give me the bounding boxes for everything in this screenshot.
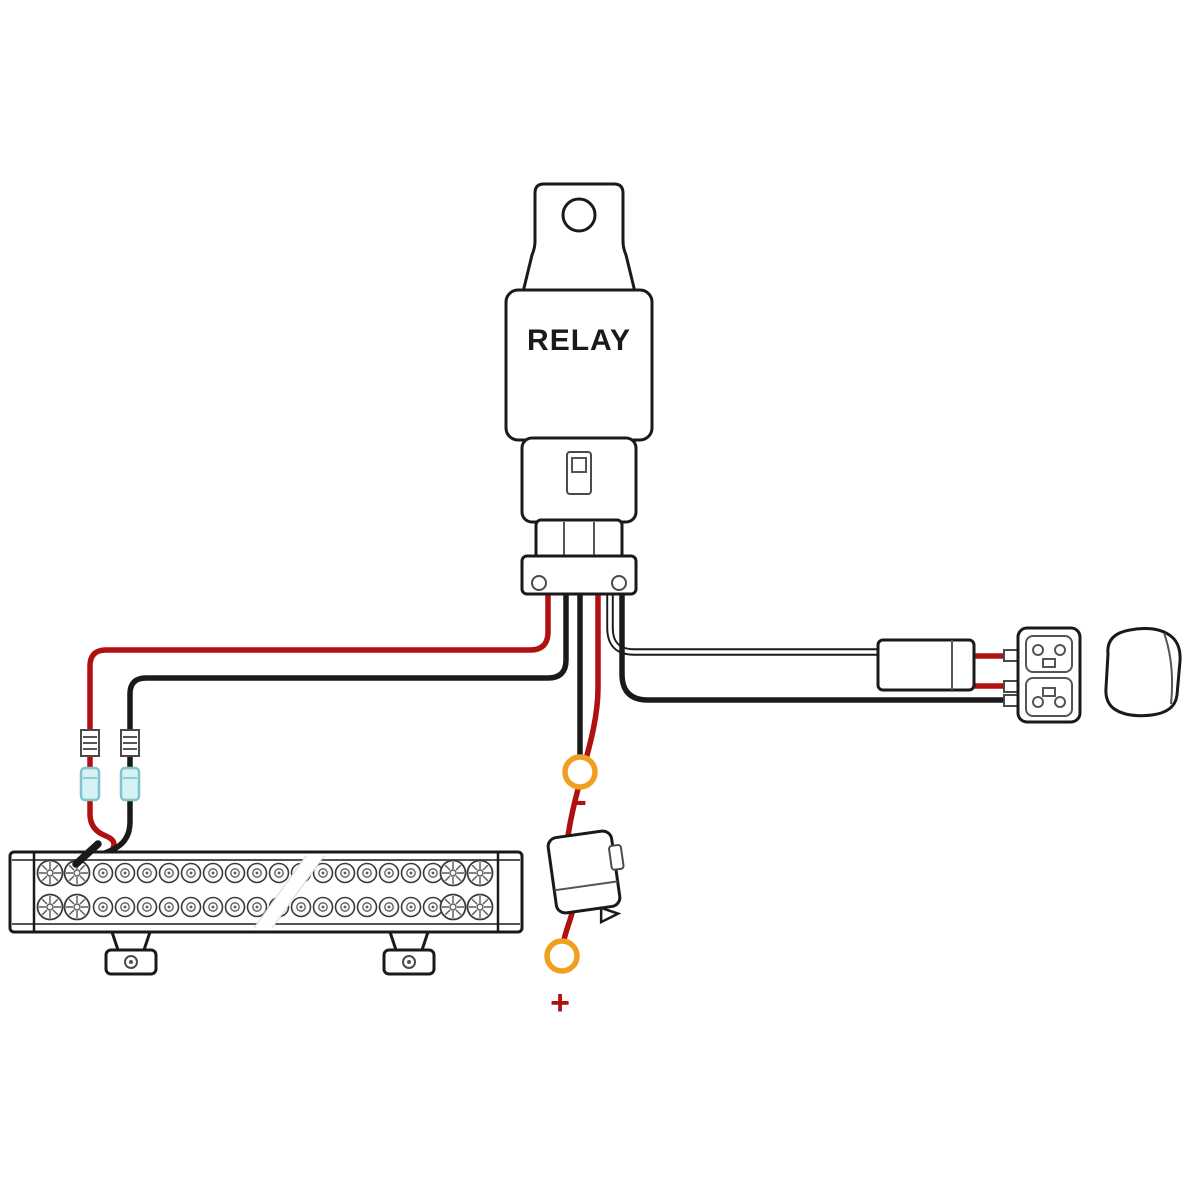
bracket-bolt-center [407,960,411,964]
switch-contact-icon [1054,696,1066,708]
led-light-bar [8,840,524,976]
wire-connector-block [876,638,976,692]
relay: RELAY [504,182,654,596]
switch-detail [1042,687,1056,697]
quick-disconnect-terminals [79,729,141,802]
cyan-connector-black-wire [119,766,141,802]
socket-bolt-left-icon [531,575,547,591]
negative-label: - [575,782,586,820]
black-wire-to-bar [85,795,133,863]
led-reflector-icon [36,859,64,887]
black-wire-to-switch [619,589,1009,703]
led-reflector-icon [466,859,494,887]
bracket-stem [388,930,430,952]
relay-socket-flange [520,554,638,596]
rocker-switch-body [1016,626,1082,724]
bracket-stem [110,930,152,952]
switch-contact-icon [1054,644,1066,656]
bracket-bolt-center [129,960,133,964]
ground-terminal: - [562,754,598,820]
white-wire-core [608,590,882,654]
relay-socket-lines [563,522,595,560]
spade-hatch-right [123,736,137,750]
inline-fuse-holder [546,829,625,925]
lightbar-lead-wire [72,840,102,868]
positive-label: + [550,984,570,1022]
ring-terminal-positive-icon [544,938,580,974]
lightbar-shine-edges [253,855,325,929]
mounting-bracket-left [104,930,158,976]
switch-upper-cavity [1025,635,1073,673]
mounting-bracket-right [382,930,436,976]
led-reflector-icon [439,893,467,921]
white-wire-outer [606,588,884,656]
fuse-holder-body [546,829,622,915]
relay-body [504,288,654,442]
switch-detail [1042,658,1056,668]
ring-terminal-negative-icon [562,754,598,790]
cyan-connector-red-wire [79,766,101,802]
red-wire-lightbar [87,589,551,739]
power-wire-to-fuse [565,589,601,839]
switch-harness [876,638,976,692]
fuse-holder-tab [608,844,625,871]
fuse-holder-clip [599,906,622,925]
lightbar-shine-slash [254,856,324,928]
rocker-switch [1003,626,1082,724]
black-wire-lightbar [127,589,569,739]
power-terminal: + [544,938,580,1022]
led-reflector-icon [466,893,494,921]
relay-latch-detail [571,457,587,473]
rocker-cap-edge [1163,632,1174,705]
switch-lower-cavity [1025,677,1073,717]
socket-bolt-right-icon [611,575,627,591]
rocker-switch-cap [1104,627,1182,718]
rocker-cap-body [1104,627,1182,718]
switch-contact-icon [1032,696,1044,708]
wire-harness [85,588,1011,943]
led-reflector-icon [63,893,91,921]
led-reflector-icon [439,859,467,887]
fuse-holder-seam [554,880,618,892]
spade-hatch-left [83,736,97,750]
switch-contact-icon [1032,644,1044,656]
relay-mounting-hole-icon [561,197,597,233]
led-reflector-icon [36,893,64,921]
lightbar-endcaps [32,852,500,932]
relay-label: RELAY [527,324,631,357]
